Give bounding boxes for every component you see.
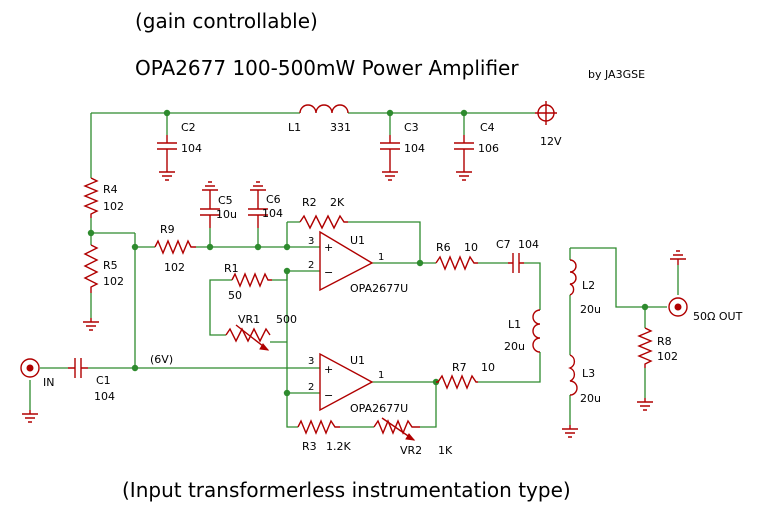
svg-text:L1: L1 (288, 121, 301, 134)
variable-resistor-vr2: VR2 1K (373, 417, 453, 457)
svg-text:104: 104 (518, 238, 539, 251)
opamp-upper: + − 3 2 1 U1 OPA2677U (308, 230, 408, 295)
svg-text:C1: C1 (96, 374, 111, 387)
svg-text:2: 2 (308, 260, 314, 271)
ground-symbols (22, 160, 686, 438)
svg-text:L3: L3 (582, 367, 595, 380)
variable-resistor-vr1: VR1 500 (225, 313, 297, 351)
svg-text:3: 3 (308, 236, 314, 247)
plus-sign: + (324, 241, 333, 254)
svg-text:10: 10 (481, 361, 495, 374)
svg-text:R5: R5 (103, 259, 118, 272)
svg-text:C5: C5 (218, 194, 233, 207)
capacitor-c2: C2 104 (157, 121, 202, 160)
svg-text:L1: L1 (508, 318, 521, 331)
junctions (87, 109, 649, 397)
resistor-r5: R5 102 (83, 244, 124, 293)
capacitor-c1: C1 104 (68, 358, 115, 403)
resistor-r4: R4 102 (83, 177, 124, 218)
resistor-r8: R8 102 (637, 327, 678, 368)
svg-text:106: 106 (478, 142, 499, 155)
svg-text:VR2: VR2 (400, 444, 422, 457)
svg-text:20u: 20u (504, 340, 525, 353)
inductor-l1-output: L1 20u (504, 309, 541, 353)
svg-text:R7: R7 (452, 361, 467, 374)
svg-text:R9: R9 (160, 223, 175, 236)
svg-text:104: 104 (181, 142, 202, 155)
svg-text:104: 104 (404, 142, 425, 155)
svg-text:1K: 1K (438, 444, 453, 457)
input-connector: IN (20, 358, 54, 389)
subtitle: (gain controllable) (135, 9, 318, 33)
input-label: IN (43, 376, 54, 389)
svg-text:50: 50 (228, 289, 242, 302)
inductor-l3: L3 20u (568, 354, 601, 405)
svg-text:C7: C7 (496, 238, 511, 251)
minus-sign: − (324, 389, 333, 402)
output-label: 50Ω OUT (693, 310, 743, 323)
svg-text:R6: R6 (436, 241, 451, 254)
svg-text:104: 104 (262, 207, 283, 220)
capacitor-c3: C3 104 (380, 121, 425, 160)
bias-label: (6V) (150, 353, 173, 366)
capacitor-c5: C5 10u (200, 194, 237, 228)
svg-text:2K: 2K (330, 196, 345, 209)
svg-text:104: 104 (94, 390, 115, 403)
svg-text:OPA2677U: OPA2677U (350, 402, 408, 415)
svg-text:R4: R4 (103, 183, 118, 196)
svg-text:500: 500 (276, 313, 297, 326)
svg-text:C3: C3 (404, 121, 419, 134)
svg-text:VR1: VR1 (238, 313, 260, 326)
resistor-r6: R6 10 (435, 241, 478, 271)
inductor-l2: L2 20u (569, 259, 601, 316)
svg-text:C2: C2 (181, 121, 196, 134)
resistor-r2: R2 2K (299, 196, 348, 230)
svg-text:OPA2677U: OPA2677U (350, 282, 408, 295)
svg-text:102: 102 (103, 275, 124, 288)
svg-text:20u: 20u (580, 392, 601, 405)
capacitor-c6: C6 104 (248, 193, 283, 228)
capacitor-c4: C4 106 (454, 121, 499, 160)
svg-text:U1: U1 (350, 354, 365, 367)
svg-text:10u: 10u (216, 208, 237, 221)
svg-text:R8: R8 (657, 335, 672, 348)
resistor-r9: R9 102 (154, 223, 196, 274)
minus-sign: − (324, 266, 333, 279)
author: by JA3GSE (588, 68, 645, 81)
resistor-r1: R1 50 (224, 262, 272, 302)
svg-text:R2: R2 (302, 196, 317, 209)
svg-text:331: 331 (330, 121, 351, 134)
svg-text:1: 1 (378, 370, 384, 381)
svg-text:1: 1 (378, 252, 384, 263)
svg-text:102: 102 (103, 200, 124, 213)
title: OPA2677 100-500mW Power Amplifier (135, 56, 519, 80)
svg-text:R3: R3 (302, 440, 317, 453)
resistor-r7: R7 10 (436, 361, 495, 390)
capacitor-c7: C7 104 (496, 238, 539, 273)
svg-text:R1: R1 (224, 262, 239, 275)
footer-caption: (Input transformerless instrumentation t… (122, 478, 571, 502)
svg-text:L2: L2 (582, 279, 595, 292)
svg-text:3: 3 (308, 356, 314, 367)
output-connector: 50Ω OUT (668, 297, 743, 323)
opamp-lower: + − 3 2 1 U1 OPA2677U (308, 352, 408, 415)
svg-text:10: 10 (464, 241, 478, 254)
svg-text:20u: 20u (580, 303, 601, 316)
svg-text:U1: U1 (350, 234, 365, 247)
svg-text:102: 102 (657, 350, 678, 363)
svg-text:2: 2 (308, 382, 314, 393)
supply-terminal: 12V (535, 101, 562, 148)
svg-text:C4: C4 (480, 121, 495, 134)
resistor-r3: R3 1.2K (297, 419, 351, 453)
wires (29, 112, 679, 428)
svg-text:1.2K: 1.2K (326, 440, 351, 453)
svg-text:102: 102 (164, 261, 185, 274)
plus-sign: + (324, 363, 333, 376)
supply-label: 12V (540, 135, 562, 148)
svg-text:C6: C6 (266, 193, 281, 206)
inductor-l1-supply: L1 331 (288, 104, 351, 134)
